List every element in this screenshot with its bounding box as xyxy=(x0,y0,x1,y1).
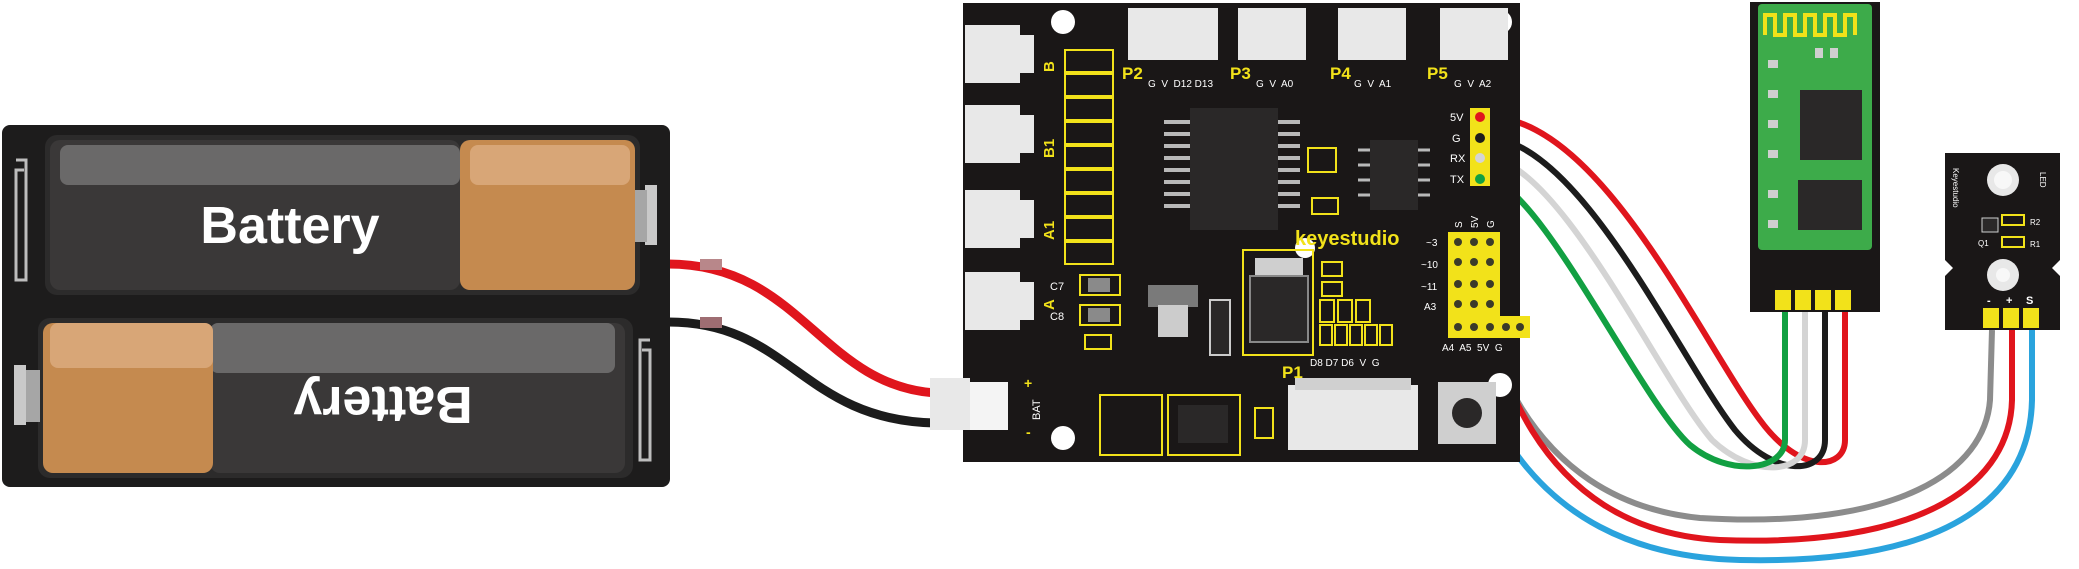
eeprom-chip xyxy=(1099,394,1274,456)
bat-plus: + xyxy=(1024,375,1032,391)
battery-cell-top: Battery xyxy=(45,135,647,295)
led-q1: Q1 xyxy=(1978,239,1989,248)
bt-5v-wire xyxy=(1487,114,1848,465)
port-p5: P5 xyxy=(1427,64,1448,83)
p1-pin-labels: D8 D7 D6 V G xyxy=(1310,358,1380,369)
servo-row-10: ~10 xyxy=(1421,260,1438,271)
mount-hole xyxy=(1295,238,1315,258)
motor-driver-chip xyxy=(1164,108,1300,230)
resistor-array xyxy=(1319,261,1393,346)
led-pin-plus: + xyxy=(2006,295,2012,307)
battery-top-label: Battery xyxy=(200,197,379,255)
spring-left xyxy=(14,158,28,282)
led-brand: Keyestudio xyxy=(1951,168,1960,208)
bt-tx-wire xyxy=(1487,176,1788,470)
bt-pin-rx: RX xyxy=(1450,153,1466,165)
battery-cell-bottom: Battery xyxy=(26,318,633,478)
spring-right xyxy=(638,338,652,462)
motor-label-b: B xyxy=(1041,61,1058,72)
battery-bottom-label: Battery xyxy=(293,375,472,433)
led-column xyxy=(1064,49,1114,265)
motor-label-a: A xyxy=(1041,299,1058,310)
led-pin-minus: - xyxy=(1987,295,1991,307)
motor-label-b1: B1 xyxy=(1041,139,1058,158)
voltage-regulator xyxy=(1148,249,1314,356)
led-r1: R1 xyxy=(2030,240,2041,249)
board-pcb xyxy=(963,3,1520,462)
bt-pin-5v: 5V xyxy=(1450,112,1464,124)
black-wire-sleeve xyxy=(700,317,722,328)
bluetooth-module xyxy=(1750,2,1880,312)
motor-label-a1: A1 xyxy=(1041,221,1058,240)
capacitors: C7 C8 xyxy=(1050,274,1121,350)
mount-hole xyxy=(1051,426,1075,450)
battery-black-wire xyxy=(664,317,936,428)
motor-connectors xyxy=(965,25,1034,330)
bt-gnd-wire xyxy=(1487,135,1828,470)
board-brand: keyestudio xyxy=(1295,228,1399,250)
port-p1: P1 xyxy=(1282,363,1303,382)
servo-top-s: S xyxy=(1454,221,1465,228)
led-gnd-wire xyxy=(1467,253,1995,523)
servo-bottom-labels: A4 A5 5V G xyxy=(1442,343,1503,354)
cap-label-c7: C7 xyxy=(1050,281,1064,293)
small-ic xyxy=(1307,140,1430,215)
port-p2: P2 xyxy=(1122,64,1143,83)
battery-pack: Battery Battery xyxy=(2,125,670,487)
bt-rx-wire xyxy=(1487,155,1808,471)
controller-board: B B1 A1 A C7 C8 xyxy=(930,3,1530,462)
bt-pin-g: G xyxy=(1452,133,1461,145)
bat-minus: - xyxy=(1026,424,1031,440)
servo-row-a3: A3 xyxy=(1424,302,1437,313)
p5-pin-labels: G V A2 xyxy=(1454,79,1492,90)
servo-top-5v: 5V xyxy=(1470,215,1481,228)
servo-header: S 5V G ~3 ~10 ~11 A3 A4 A5 5V G xyxy=(1421,215,1530,354)
mount-hole xyxy=(1051,10,1075,34)
bt-header: 5V G RX TX xyxy=(1450,108,1490,186)
servo-top-g: G xyxy=(1486,220,1497,228)
led-r2: R2 xyxy=(2030,218,2041,227)
p2-pin-labels: G V D12 D13 xyxy=(1148,79,1213,90)
port-p4: P4 xyxy=(1330,64,1351,83)
led-module: Keyestudio LED R2 R1 Q1 - + S xyxy=(1945,153,2060,330)
reset-button xyxy=(1438,382,1496,444)
servo-row-3: ~3 xyxy=(1426,238,1438,249)
bat-label: BAT xyxy=(1031,399,1043,420)
bt-pin-tx: TX xyxy=(1450,174,1465,186)
servo-row-11: ~11 xyxy=(1421,282,1438,293)
top-connectors xyxy=(1128,8,1508,60)
terminal-left xyxy=(14,365,26,425)
port-p3: P3 xyxy=(1230,64,1251,83)
terminal-right xyxy=(645,185,657,245)
red-wire-sleeve xyxy=(700,259,722,270)
led-pin-s: S xyxy=(2026,295,2033,307)
p3-pin-labels: G V A0 xyxy=(1256,79,1294,90)
cap-label-c8: C8 xyxy=(1050,311,1064,323)
p4-pin-labels: G V A1 xyxy=(1354,79,1392,90)
led-label: LED xyxy=(2038,172,2047,188)
bluetooth-wires xyxy=(1487,114,1848,471)
battery-wires xyxy=(664,259,936,428)
p1-connector xyxy=(1288,378,1418,450)
bat-connector: + - BAT xyxy=(930,375,1043,440)
